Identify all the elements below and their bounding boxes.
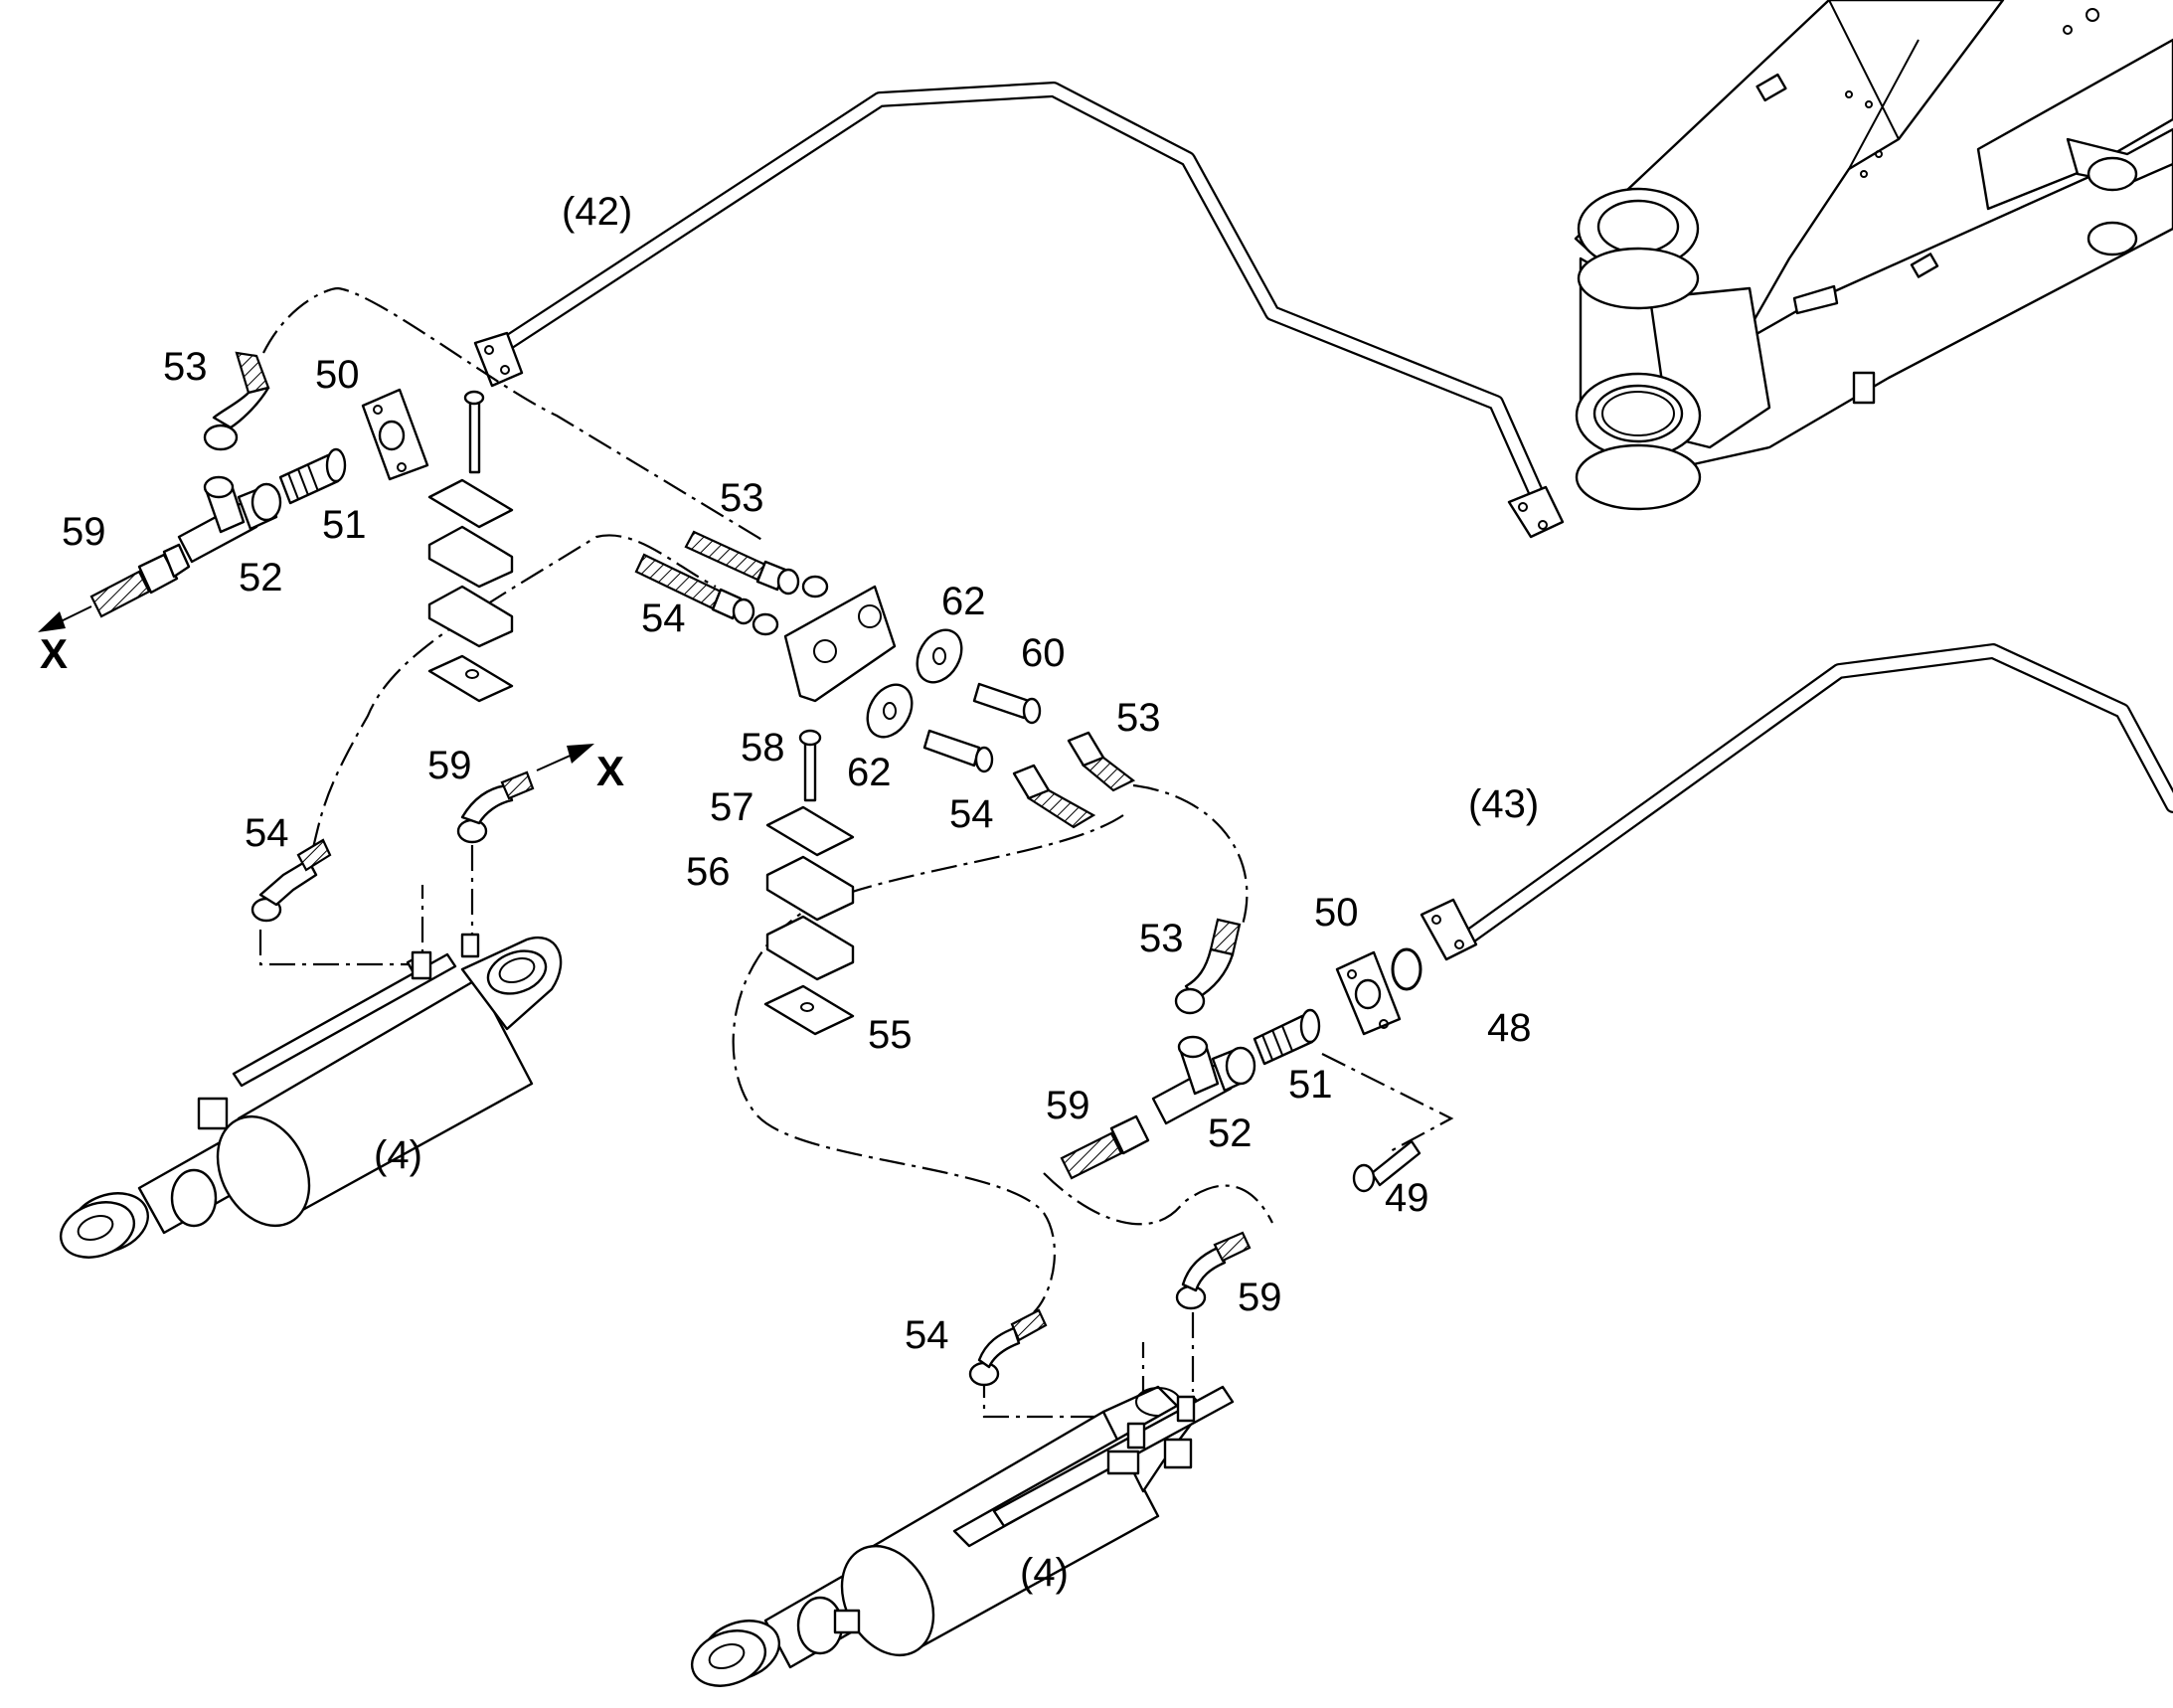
bracket-plate	[783, 585, 897, 703]
cylinder-4-right	[691, 1385, 1235, 1687]
part-label-54: 54	[641, 597, 686, 640]
part-label-53: 53	[720, 476, 764, 520]
part-label-57: 57	[710, 785, 754, 829]
part-label-59: 59	[427, 744, 472, 787]
direction-mark-x-left: X	[40, 630, 68, 677]
label-layer: (42) (43) (4) (4) 53 50 51 52 59 53 54 6…	[40, 190, 1539, 1595]
assembly-label-43: (43)	[1468, 782, 1539, 826]
part-label-59: 59	[62, 510, 106, 554]
part-label-49: 49	[1385, 1176, 1429, 1220]
hose-53-upper-left	[203, 351, 270, 451]
bolt-58	[798, 729, 822, 802]
direction-arrow-center	[536, 744, 594, 771]
tube-43	[1420, 643, 2173, 961]
oring-48	[1391, 947, 1422, 991]
part-label-62: 62	[847, 751, 892, 794]
bolt-49	[1352, 1139, 1421, 1193]
hose-54-59-right-lower	[968, 1231, 1252, 1387]
part-label-60: 60	[1021, 631, 1066, 675]
cylinder-4-left	[60, 933, 563, 1259]
hoses-53-54-right	[1012, 731, 1136, 829]
part-label-50: 50	[315, 353, 360, 397]
fitting-59-right	[1060, 1114, 1150, 1180]
tee-fitting-52-left	[177, 475, 282, 564]
assembly-label-4-right: (4)	[1020, 1551, 1069, 1595]
fitting-59-left	[89, 543, 191, 618]
part-label-52: 52	[239, 556, 283, 599]
clamp-set-center	[763, 805, 855, 1036]
hose-53-right	[1174, 918, 1242, 1015]
part-label-54: 54	[905, 1313, 949, 1357]
part-label-55: 55	[868, 1013, 913, 1057]
flange-50-left	[361, 388, 429, 481]
part-label-59: 59	[1238, 1276, 1282, 1319]
loader-frame	[1574, 0, 2173, 511]
part-label-51: 51	[322, 503, 367, 547]
washers-62	[866, 628, 963, 739]
part-label-54: 54	[245, 811, 289, 855]
assembly-label-4-left: (4)	[374, 1133, 422, 1177]
part-label-62: 62	[941, 580, 986, 623]
part-label-51: 51	[1288, 1063, 1333, 1107]
part-label-53: 53	[1116, 696, 1161, 740]
part-label-58: 58	[741, 726, 785, 769]
assembly-label-42: (42)	[562, 190, 632, 234]
tee-fitting-52-right	[1151, 1035, 1256, 1125]
fittings-60-54-center	[922, 682, 1042, 773]
part-label-52: 52	[1208, 1111, 1253, 1155]
adapter-51-right	[1253, 1008, 1321, 1066]
tube-42	[473, 82, 1565, 539]
leader-lines	[258, 286, 1454, 1419]
adapter-51-left	[278, 447, 347, 505]
direction-mark-x-center: X	[596, 748, 624, 794]
clamp-set-left	[427, 390, 514, 703]
part-label-56: 56	[686, 850, 731, 894]
part-label-59: 59	[1046, 1084, 1090, 1127]
part-label-54: 54	[949, 792, 994, 836]
direction-arrow-left	[38, 605, 92, 632]
flange-50-right	[1335, 950, 1402, 1036]
hose-54-59-left-lower	[251, 770, 535, 923]
part-label-50: 50	[1314, 891, 1359, 935]
part-label-53: 53	[163, 345, 208, 389]
part-label-48: 48	[1487, 1006, 1532, 1050]
part-label-53: 53	[1139, 917, 1184, 960]
hoses-53-54-center	[634, 530, 829, 636]
